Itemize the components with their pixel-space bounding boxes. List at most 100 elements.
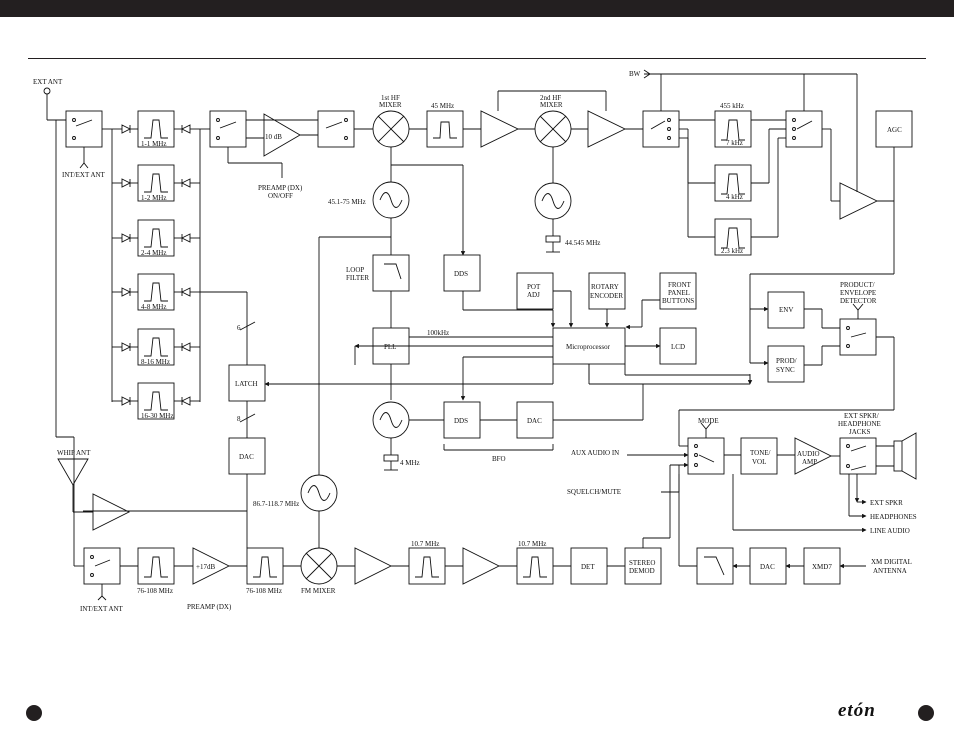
mode-label: MODE bbox=[698, 417, 719, 425]
fm-if-amp-2 bbox=[462, 547, 501, 585]
int-ext-ant-label-bottom: INT/EXT ANT bbox=[80, 605, 124, 613]
fm-if-filter-2 bbox=[516, 547, 554, 585]
ext-spkr-out-label: EXT SPKR bbox=[870, 499, 903, 507]
on-off-label: ON/OFF bbox=[268, 192, 293, 200]
preamp-dx-fm-label: PREAMP (DX) bbox=[187, 603, 232, 611]
ext-ant-label: EXT ANT bbox=[33, 78, 63, 86]
xmd7-label: XMD7 bbox=[812, 563, 832, 571]
product-envelope-switch bbox=[839, 318, 877, 356]
loop-filter-label-2: FILTER bbox=[346, 274, 369, 282]
header-bar bbox=[0, 0, 954, 17]
band-filter-label-6: 16-30 MHz bbox=[141, 412, 173, 420]
pot-label: POT bbox=[527, 283, 541, 291]
dac-bfo-label: DAC bbox=[527, 417, 542, 425]
mode-switch bbox=[687, 437, 725, 475]
line-audio-out-label: LINE AUDIO bbox=[870, 527, 910, 535]
filter-45mhz bbox=[426, 110, 464, 148]
fm-vco-label: 86.7-118.7 MHz bbox=[253, 500, 299, 508]
if1-amplifier bbox=[480, 110, 520, 148]
dds-top bbox=[443, 254, 481, 292]
amp-label: AMP bbox=[802, 458, 817, 466]
fm-band-filter-1 bbox=[137, 547, 175, 585]
ref-100k-label: 100kHz bbox=[427, 329, 449, 337]
ext-ant-icon bbox=[43, 87, 51, 95]
whip-ant-label: WHIP ANT bbox=[57, 449, 91, 457]
filter-7khz bbox=[714, 110, 752, 148]
vol-label: VOL bbox=[752, 458, 766, 466]
fm-band1-label: 76-108 MHz bbox=[137, 587, 173, 595]
int-ext-ant-switch-top bbox=[65, 110, 103, 148]
demod-label: DEMOD bbox=[629, 567, 655, 575]
band-filter-6: 16-30 MHz bbox=[112, 382, 200, 420]
loop-filter bbox=[372, 254, 410, 292]
fm-band-filter-2 bbox=[246, 547, 284, 585]
rotary-encoder bbox=[588, 272, 626, 310]
rotary-label: ROTARY bbox=[591, 283, 619, 291]
attenuator-10db bbox=[263, 113, 301, 157]
band-filter-label-4: 4-8 MHz bbox=[141, 303, 166, 311]
attenuator-switch-in bbox=[209, 110, 247, 148]
band-filter-2: 1-2 MHz bbox=[112, 164, 200, 202]
lo2-label: 44.545 MHz bbox=[565, 239, 600, 247]
squelch-label: SQUELCH/MUTE bbox=[567, 488, 621, 496]
jacks-label: JACKS bbox=[849, 428, 871, 436]
band-filter-label-2: 1-2 MHz bbox=[141, 194, 166, 202]
front-label: FRONT bbox=[668, 281, 692, 289]
agc-label: AGC bbox=[887, 126, 902, 134]
attenuator-label: 10 dB bbox=[265, 133, 282, 141]
audio-if-amplifier bbox=[839, 182, 879, 220]
headphones-out-label: HEADPHONES bbox=[870, 513, 917, 521]
headphone-label: HEADPHONE bbox=[838, 420, 881, 428]
spkr-jack-switch bbox=[839, 437, 877, 475]
dds-top-label: DDS bbox=[454, 270, 468, 278]
prod-sync-block bbox=[767, 345, 805, 383]
mixer2-label-1: 2nd HF bbox=[540, 94, 561, 102]
lcd-block bbox=[659, 327, 697, 365]
preamp-dx-label: PREAMP (DX) bbox=[258, 184, 303, 192]
aux-in-label: AUX AUDIO IN bbox=[571, 449, 619, 457]
speaker-icon bbox=[893, 440, 903, 472]
band-filter-1: 1-1 MHz bbox=[112, 110, 200, 148]
mixer1-label-2: MIXER bbox=[379, 101, 402, 109]
prod-label: PROD/ bbox=[776, 357, 797, 365]
tone-vol-block bbox=[740, 437, 778, 475]
xm-lowpass bbox=[696, 547, 734, 585]
bw-switch-in bbox=[642, 110, 680, 148]
panel-label: PANEL bbox=[668, 289, 690, 297]
int-ext-ant-label-top: INT/EXT ANT bbox=[62, 171, 106, 179]
dac-tune-label: DAC bbox=[239, 453, 254, 461]
fm-mixer-label: FM MIXER bbox=[301, 587, 336, 595]
page-marker-right bbox=[918, 705, 934, 721]
bw-4k-label: 4 kHz bbox=[726, 193, 743, 201]
detector-label: DETECTOR bbox=[840, 297, 877, 305]
envelope-label: ENVELOPE bbox=[840, 289, 876, 297]
page-marker-left bbox=[26, 705, 42, 721]
if2-amplifier bbox=[587, 110, 627, 148]
env-label: ENV bbox=[779, 306, 793, 314]
xtal-4m-label: 4 MHz bbox=[400, 459, 420, 467]
product-label: PRODUCT/ bbox=[840, 281, 875, 289]
dac-xm-label: DAC bbox=[760, 563, 775, 571]
int-ext-ant-switch-bottom bbox=[83, 547, 121, 585]
adj-label: ADJ bbox=[527, 291, 540, 299]
attenuator-switch-out bbox=[317, 110, 355, 148]
band-filter-label-5: 8-16 MHz bbox=[141, 358, 170, 366]
fm-if-amp-1 bbox=[354, 547, 393, 585]
env-block bbox=[767, 291, 805, 329]
filter-45-label: 45 MHz bbox=[431, 102, 454, 110]
whip-ant-icon bbox=[57, 458, 89, 486]
micro-label: Microprocessor bbox=[566, 343, 611, 351]
fm-ext-amplifier bbox=[92, 493, 131, 531]
tone-label: TONE/ bbox=[750, 449, 771, 457]
fm-band2-label: 76-108 MHz bbox=[246, 587, 282, 595]
front-panel-buttons bbox=[659, 272, 697, 310]
sync-label: SYNC bbox=[776, 366, 795, 374]
buttons-label: BUTTONS bbox=[662, 297, 694, 305]
fm-gain-label: +17dB bbox=[196, 563, 215, 571]
band-filter-4: 4-8 MHz bbox=[112, 273, 200, 311]
mixer2-label-2: MIXER bbox=[540, 101, 563, 109]
stereo-label: STEREO bbox=[629, 559, 655, 567]
det-label: DET bbox=[581, 563, 595, 571]
bus8-label: 8 bbox=[237, 415, 241, 423]
band-filter-5: 8-16 MHz bbox=[112, 328, 200, 366]
